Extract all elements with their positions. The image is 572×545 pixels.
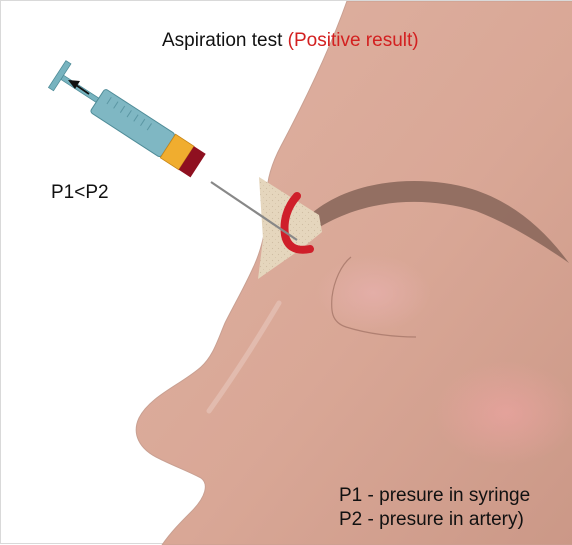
- syringe: [48, 61, 297, 240]
- legend-line-2: P2 - presure in artery): [339, 509, 524, 530]
- arrow-up-left-icon: [68, 80, 89, 94]
- cheek-highlight: [434, 361, 572, 465]
- diagram-title: Aspiration test (Positive result): [162, 30, 419, 51]
- title-main: Aspiration test: [162, 30, 288, 51]
- pressure-comparison: P1<P2: [51, 182, 109, 203]
- legend-line-1: P1 - presure in syringe: [339, 485, 530, 506]
- syringe-barrel: [90, 88, 176, 157]
- plunger-handle: [48, 61, 70, 91]
- syringe-assembly: [48, 61, 206, 179]
- title-highlight: (Positive result): [288, 30, 419, 51]
